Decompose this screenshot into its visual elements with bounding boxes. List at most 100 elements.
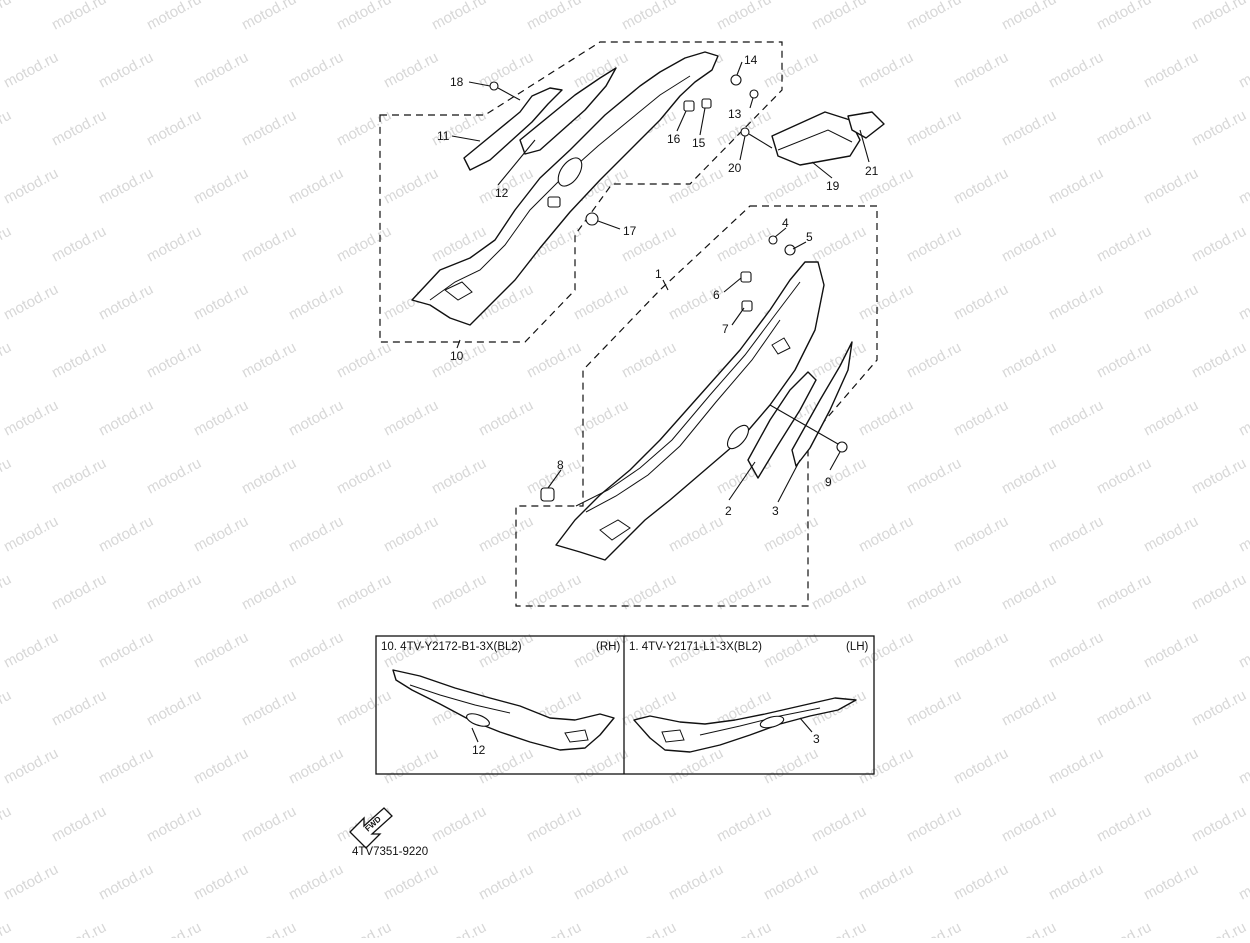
watermark-text: motod.ru (429, 0, 489, 34)
watermark-text: motod.ru (619, 919, 679, 938)
watermark-text: motod.ru (524, 571, 584, 614)
watermark-text: motod.ru (761, 861, 821, 904)
watermark-text: motod.ru (904, 571, 964, 614)
watermark-text: motod.ru (381, 861, 441, 904)
watermark-text: motod.ru (1094, 455, 1154, 498)
inset-rh-part-number: 10. 4TV-Y2172-B1-3X(BL2) (381, 641, 522, 653)
watermark-text: motod.ru (1, 629, 61, 672)
callout-19: 19 (826, 179, 840, 193)
part-9-screw (769, 404, 848, 453)
watermark-text: motod.ru (476, 397, 536, 440)
watermark-text: motod.ru (49, 223, 109, 266)
watermark-text: motod.ru (619, 339, 679, 382)
watermark-text: motod.ru (951, 861, 1011, 904)
inset-lh-part-number: 1. 4TV-Y2171-L1-3X(BL2) (629, 641, 762, 653)
watermark-text: motod.ru (286, 745, 346, 788)
watermark-text: motod.ru (951, 513, 1011, 556)
watermark-text: motod.ru (856, 49, 916, 92)
watermark-text: motod.ru (856, 861, 916, 904)
watermark-text: motod.ru (96, 397, 156, 440)
watermark-text: motod.ru (666, 513, 726, 556)
watermark-text: motod.ru (286, 397, 346, 440)
watermark-text: motod.ru (0, 0, 14, 34)
diagram-code: 4TV7351-9220 (352, 846, 428, 858)
watermark-text: motod.ru (334, 107, 394, 150)
part-5-washer (784, 244, 796, 256)
watermark-text: motod.ru (1094, 687, 1154, 730)
watermark-text: motod.ru (49, 0, 109, 34)
callout-14: 14 (744, 53, 758, 67)
watermark-text: motod.ru (49, 455, 109, 498)
watermark-text: motod.ru (1094, 571, 1154, 614)
watermark-text: motod.ru (381, 513, 441, 556)
part-2-emblem-decal (747, 371, 817, 479)
watermark-text: motod.ru (951, 745, 1011, 788)
part-1-top-rail (575, 281, 801, 507)
watermark-text: motod.ru (714, 571, 774, 614)
part-21-pad (847, 111, 885, 139)
watermark-text: motod.ru (856, 513, 916, 556)
watermark-text: motod.ru (49, 803, 109, 846)
watermark-text: motod.ru (1236, 49, 1250, 92)
leader-lines (451, 61, 870, 503)
part-1-bottom-notch (599, 519, 631, 541)
watermark-text: motod.ru (951, 165, 1011, 208)
watermark-text: motod.ru (1189, 339, 1249, 382)
watermark-text: motod.ru (0, 339, 14, 382)
watermark-text: motod.ru (286, 165, 346, 208)
inset-rh-callout: 12 (472, 743, 486, 757)
watermark-text: motod.ru (524, 919, 584, 938)
part-19-bracket-fold (777, 129, 853, 151)
inset-rh-cover (392, 669, 615, 751)
callout-13: 13 (728, 107, 742, 121)
watermark-text: motod.ru (1, 513, 61, 556)
part-4-screw (768, 235, 778, 245)
watermark-text: motod.ru (1046, 513, 1106, 556)
watermark-text: motod.ru (904, 687, 964, 730)
callout-15: 15 (692, 136, 706, 150)
watermark-text: motod.ru (1094, 339, 1154, 382)
part-1-rail-inner (585, 319, 781, 513)
watermark-text: motod.ru (239, 0, 299, 34)
watermark-text: motod.ru (904, 0, 964, 34)
part-11-upper-strip (519, 67, 617, 155)
watermark-text: motod.ru (999, 803, 1059, 846)
watermark-text: motod.ru (1141, 861, 1201, 904)
inset-lh-notch (661, 729, 685, 743)
watermark-text: motod.ru (1141, 629, 1201, 672)
part-7-collar (741, 300, 753, 312)
watermark-text: motod.ru (1236, 281, 1250, 324)
watermark-text: motod.ru (1094, 223, 1154, 266)
watermark-text: motod.ru (476, 513, 536, 556)
part-1-upper-slot (771, 337, 791, 355)
watermark-text: motod.ru (191, 513, 251, 556)
part-18-screw (489, 81, 521, 101)
part-13-screw (749, 89, 759, 99)
watermark-text: motod.ru (619, 803, 679, 846)
inset-rh-vent (466, 713, 490, 727)
watermark-text: motod.ru (429, 571, 489, 614)
watermark-text: motod.ru (49, 919, 109, 938)
watermark-text: motod.ru (1046, 281, 1106, 324)
watermark-text: motod.ru (0, 455, 14, 498)
watermark-text: motod.ru (1189, 687, 1249, 730)
watermark-text: motod.ru (144, 107, 204, 150)
watermark-text: motod.ru (714, 0, 774, 34)
callout-10: 10 (450, 349, 464, 363)
watermark-text: motod.ru (761, 745, 821, 788)
watermark-text: motod.ru (1, 397, 61, 440)
watermark-text: motod.ru (1236, 165, 1250, 208)
part-3-trim-strip (791, 341, 853, 467)
part-10-vent-hole (557, 157, 583, 187)
watermark-text: motod.ru (96, 49, 156, 92)
watermark-text: motod.ru (144, 455, 204, 498)
watermark-text: motod.ru (761, 513, 821, 556)
watermark-text: motod.ru (1094, 107, 1154, 150)
watermark-text: motod.ru (191, 745, 251, 788)
watermark-text: motod.ru (239, 107, 299, 150)
watermark-text: motod.ru (904, 919, 964, 938)
watermark-text: motod.ru (571, 397, 631, 440)
watermark-text: motod.ru (1, 281, 61, 324)
watermark-text: motod.ru (476, 861, 536, 904)
watermark-text: motod.ru (809, 0, 869, 34)
